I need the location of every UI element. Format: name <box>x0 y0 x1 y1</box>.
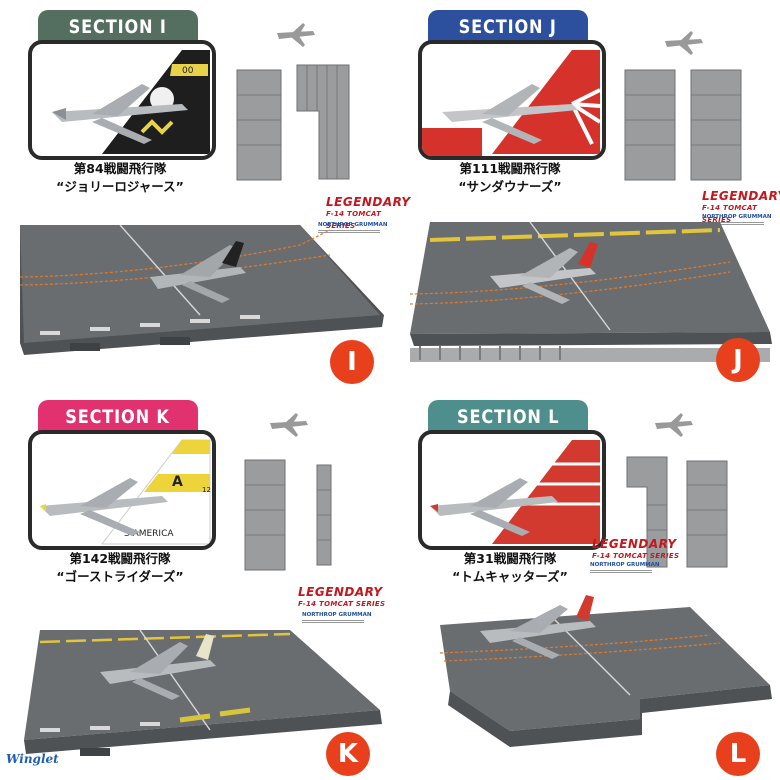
section-l-mini-jet-icon <box>655 413 693 437</box>
section-l-deck-diorama <box>439 595 772 747</box>
section-k-tail-card: A 12 S AMERICA <box>28 430 216 550</box>
section-i-tab: SECTION I <box>38 10 198 44</box>
section-k-tab: SECTION K <box>38 400 198 434</box>
section-l-tab: SECTION L <box>428 400 588 434</box>
section-j-tail-art <box>422 50 602 156</box>
section-l-badge: L <box>716 732 760 776</box>
section-i-partner-name: NORTHROP GRUMMAN <box>318 222 388 228</box>
section-i-deck-diorama <box>19 224 384 355</box>
section-j-mini-jet-icon <box>665 31 703 55</box>
section-l-partner-name: NORTHROP GRUMMAN <box>590 562 660 568</box>
svg-text:12: 12 <box>202 486 211 494</box>
section-l-diorama-jet-icon <box>480 595 596 659</box>
section-i-nickname: “ジョリーロジャース” <box>56 179 184 194</box>
section-j-tab: SECTION J <box>428 10 588 44</box>
section-k-partner-logo: NORTHROP GRUMMAN <box>302 612 372 623</box>
section-l-legendary-title: LEGENDARY <box>592 537 677 551</box>
section-j-deck-parts <box>624 31 742 181</box>
section-j-badge: J <box>716 338 760 382</box>
section-k-badge: K <box>326 732 370 776</box>
section-l-tab-label: SECTION L <box>456 406 560 428</box>
section-k-nickname: “ゴーストライダーズ” <box>56 569 184 584</box>
section-k-tail-text: S AMERICA <box>124 529 174 539</box>
section-k-legendary-subtitle: F-14 TOMCAT SERIES <box>298 600 386 608</box>
section-j-legendary-title: LEGENDARY <box>702 189 780 203</box>
section-k-tab-label: SECTION K <box>65 406 171 428</box>
section-i-deck-parts <box>236 23 350 181</box>
section-l-tail-art <box>430 440 600 544</box>
section-i-legendary-subtitle: F-14 TOMCAT SERIES <box>326 210 382 230</box>
winglet-logo-text: Winglet <box>6 752 59 766</box>
section-k-mini-jet-icon <box>270 413 308 437</box>
section-l-legendary-subtitle: F-14 TOMCAT SERIES <box>592 552 680 560</box>
section-i-jet-icon <box>52 84 188 144</box>
section-k-tail-art: A 12 S AMERICA <box>40 439 211 545</box>
svg-text:A: A <box>172 474 183 490</box>
section-k-panel: SECTION K A 12 S AMERICA 第142戦闘飛行隊 “ゴースト… <box>0 390 390 780</box>
section-j-squadron: 第111戦闘飛行隊 <box>459 161 561 176</box>
section-i-legendary-title: LEGENDARY <box>326 195 411 209</box>
section-k-partner-name: NORTHROP GRUMMAN <box>302 612 372 618</box>
section-l-partner-logo: NORTHROP GRUMMAN <box>590 562 660 573</box>
section-j-tail-card <box>418 40 606 160</box>
section-i-tab-label: SECTION I <box>68 16 168 38</box>
section-k-legendary-title: LEGENDARY <box>298 585 383 599</box>
section-j-partner-logo: NORTHROP GRUMMAN <box>702 214 772 225</box>
section-j-legendary-subtitle: F-14 TOMCAT SERIES <box>702 204 758 224</box>
section-i-squadron: 第84戦闘飛行隊 <box>73 161 167 176</box>
section-k-jet-icon <box>40 478 168 536</box>
section-j-deck-diorama <box>409 221 772 362</box>
section-i-diorama-jet-icon <box>150 241 246 303</box>
section-j-partner-name: NORTHROP GRUMMAN <box>702 214 772 220</box>
section-i-badge: I <box>330 340 374 384</box>
section-k-deck-parts <box>244 413 332 571</box>
section-l-jet-icon <box>430 478 558 536</box>
section-j-jet-icon <box>442 84 578 144</box>
section-l-tail-card <box>418 430 606 550</box>
section-i-tail-card: 00 <box>28 40 216 160</box>
section-i-mini-jet-icon <box>277 23 315 47</box>
section-i-tail-art: 00 <box>52 50 210 154</box>
section-k-diorama-jet-icon <box>100 634 216 700</box>
winglet-logo: Winglet <box>6 752 59 766</box>
section-i-partner-logo: NORTHROP GRUMMAN <box>318 222 388 233</box>
section-l-nickname: “トムキャッターズ” <box>452 569 568 584</box>
section-j-diorama-jet-icon <box>490 242 598 304</box>
section-i-panel: SECTION I 00 第84戦闘飛行隊 “ジョリーロジャース” LEGEND… <box>0 0 410 390</box>
section-l-squadron: 第31戦闘飛行隊 <box>463 551 557 566</box>
section-j-nickname: “サンダウナーズ” <box>458 179 562 194</box>
svg-text:00: 00 <box>182 66 194 76</box>
section-k-deck-diorama <box>24 629 382 756</box>
section-j-tab-label: SECTION J <box>458 16 558 38</box>
section-l-deck-parts <box>626 413 728 568</box>
section-k-squadron: 第142戦闘飛行隊 <box>69 551 171 566</box>
